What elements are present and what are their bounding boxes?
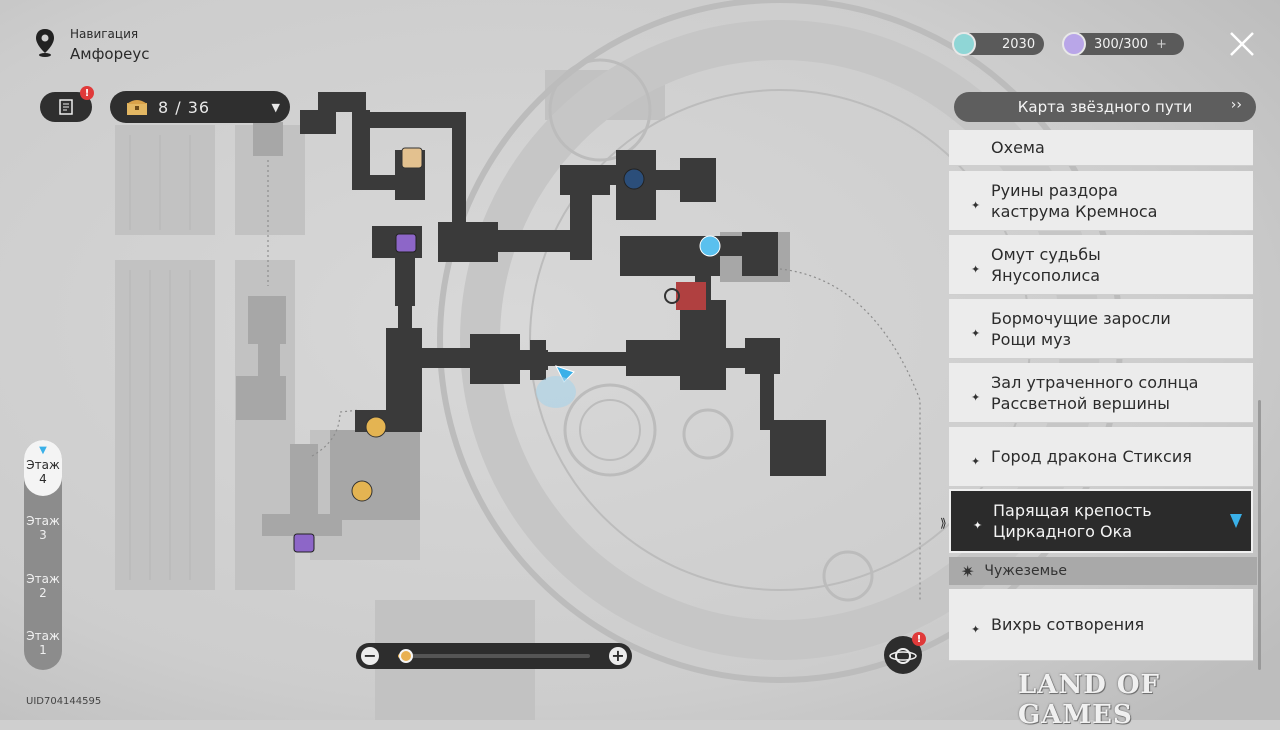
space-anchor-icon [699,235,721,257]
location-label: Парящая крепость Циркадного Ока [993,501,1152,541]
section-label: Чужеземье [984,563,1067,579]
stellar-jade-icon [952,32,976,56]
chevron-down-icon: ▼ [271,100,280,114]
gold-gear-icon-1 [365,416,387,438]
zoom-in-button[interactable]: + [609,647,627,665]
diamond-icon: ✦ [971,262,981,276]
panel-scrollbar[interactable] [1258,400,1261,670]
diamond-icon: ✦ [971,326,981,340]
player-arrow-icon [555,365,575,383]
floor-3-button[interactable]: Этаж 3 [24,514,62,542]
list-item[interactable]: ✦ Вихрь сотворения [949,589,1253,661]
player-view-cone [536,376,576,408]
current-floor-icon: ▼ [39,445,47,456]
floor-label: Этаж [26,629,60,643]
currency-stellar-jade[interactable]: 2030 [952,32,1044,56]
player-location-icon [1230,514,1242,528]
diamond-icon: ✦ [973,519,983,532]
floor-label: Этаж [26,458,60,472]
quest-alert-badge: ! [80,86,94,100]
diamond-icon: ✦ [971,454,981,468]
red-door-marker[interactable] [676,282,706,310]
location-label: Охема [991,138,1045,157]
location-label: Зал утраченного солнца Рассветной вершин… [991,372,1199,413]
location-label: Бормочущие заросли Рощи муз [991,308,1171,349]
puzzle-chest-icon [401,147,423,169]
diamond-icon: ✦ [971,390,981,404]
purple-mark-icon-2 [293,533,315,553]
stellar-jade-value: 2030 [1002,36,1036,52]
gold-gear-icon-2 [351,480,373,502]
diamond-icon: ✦ [971,622,981,636]
close-icon[interactable] [1228,30,1256,58]
list-item[interactable]: ✦ Руины раздора каструма Кремноса [949,171,1253,231]
map-pin-icon [36,29,54,57]
planet-switch-button[interactable]: ! [884,632,926,674]
current-floor-structure [300,92,826,476]
floor-label: Этаж [26,514,60,528]
floor-number: 2 [39,586,47,600]
navigation-location: Амфореус [70,45,150,63]
document-icon [59,99,73,115]
list-item[interactable]: ✦ Бормочущие заросли Рощи муз [949,299,1253,359]
list-item-selected[interactable]: ✦ Парящая крепость Циркадного Ока [949,489,1253,553]
list-item[interactable]: ✦ Омут судьбы Янусополиса [949,235,1253,295]
chest-count: 8 / 36 [158,97,211,117]
dotted-routes [267,160,921,600]
trailblaze-power-value: 300/300 [1094,36,1149,52]
diamond-icon: ✦ [971,198,981,212]
map-icons[interactable] [293,147,721,553]
currency-trailblaze-power[interactable]: 300/300 + [1062,32,1184,56]
purple-mark-icon-1 [395,233,417,253]
floor-number: 1 [39,643,47,657]
navigation-title: Навигация [70,27,139,41]
add-power-icon[interactable]: + [1156,36,1167,52]
background-lines [129,135,191,580]
zoom-handle[interactable] [398,649,413,663]
zoom-out-button[interactable]: − [361,647,379,665]
location-label: Руины раздора каструма Кремноса [991,180,1158,221]
floor-1-button[interactable]: Этаж 1 [24,629,62,657]
selection-arrow-icon: ⟫ [940,516,947,530]
list-item[interactable]: ✦ Город дракона Стиксия [949,427,1253,487]
floor-2-button[interactable]: Этаж 2 [24,572,62,600]
chest-counter-dropdown[interactable]: 8 / 36 ▼ [110,91,290,123]
treasure-chest-icon [127,100,147,115]
watermark: LAND OF GAMES [1018,670,1160,730]
floor-selector[interactable]: ▼ Этаж 4 Этаж 3 Этаж 2 Этаж 1 [24,440,62,670]
star-route-map-button[interactable]: Карта звёздного пути ›› [954,92,1256,122]
location-label: Омут судьбы Янусополиса [991,244,1101,285]
trailblaze-power-icon [1062,32,1086,56]
floor-label: Этаж [26,572,60,586]
planet-icon [889,648,917,664]
double-chevron-icon: ›› [1230,97,1242,113]
blue-swirl-icon [623,168,645,190]
section-header: ✷ Чужеземье [949,557,1257,585]
floor-number: 3 [39,528,47,542]
planet-alert-badge: ! [912,632,926,646]
location-label: Вихрь сотворения [991,615,1145,634]
quest-log-button[interactable]: ! [40,86,94,122]
uid-label: UID704144595 [26,696,102,707]
floor-number: 4 [39,472,47,486]
list-item[interactable]: ✦ Зал утраченного солнца Рассветной верш… [949,363,1253,423]
list-item[interactable]: Охема [949,130,1253,166]
floor-4-button[interactable]: ▼ Этаж 4 [24,440,62,496]
location-list[interactable]: Охема ✦ Руины раздора каструма Кремноса … [947,130,1257,680]
star-route-label: Карта звёздного пути [1017,98,1193,116]
location-label: Город дракона Стиксия [991,447,1192,466]
zoom-control[interactable]: − + [356,643,632,669]
star-icon: ✷ [961,561,975,581]
waypoint-circle [664,288,680,304]
zoom-slider[interactable] [398,649,590,663]
